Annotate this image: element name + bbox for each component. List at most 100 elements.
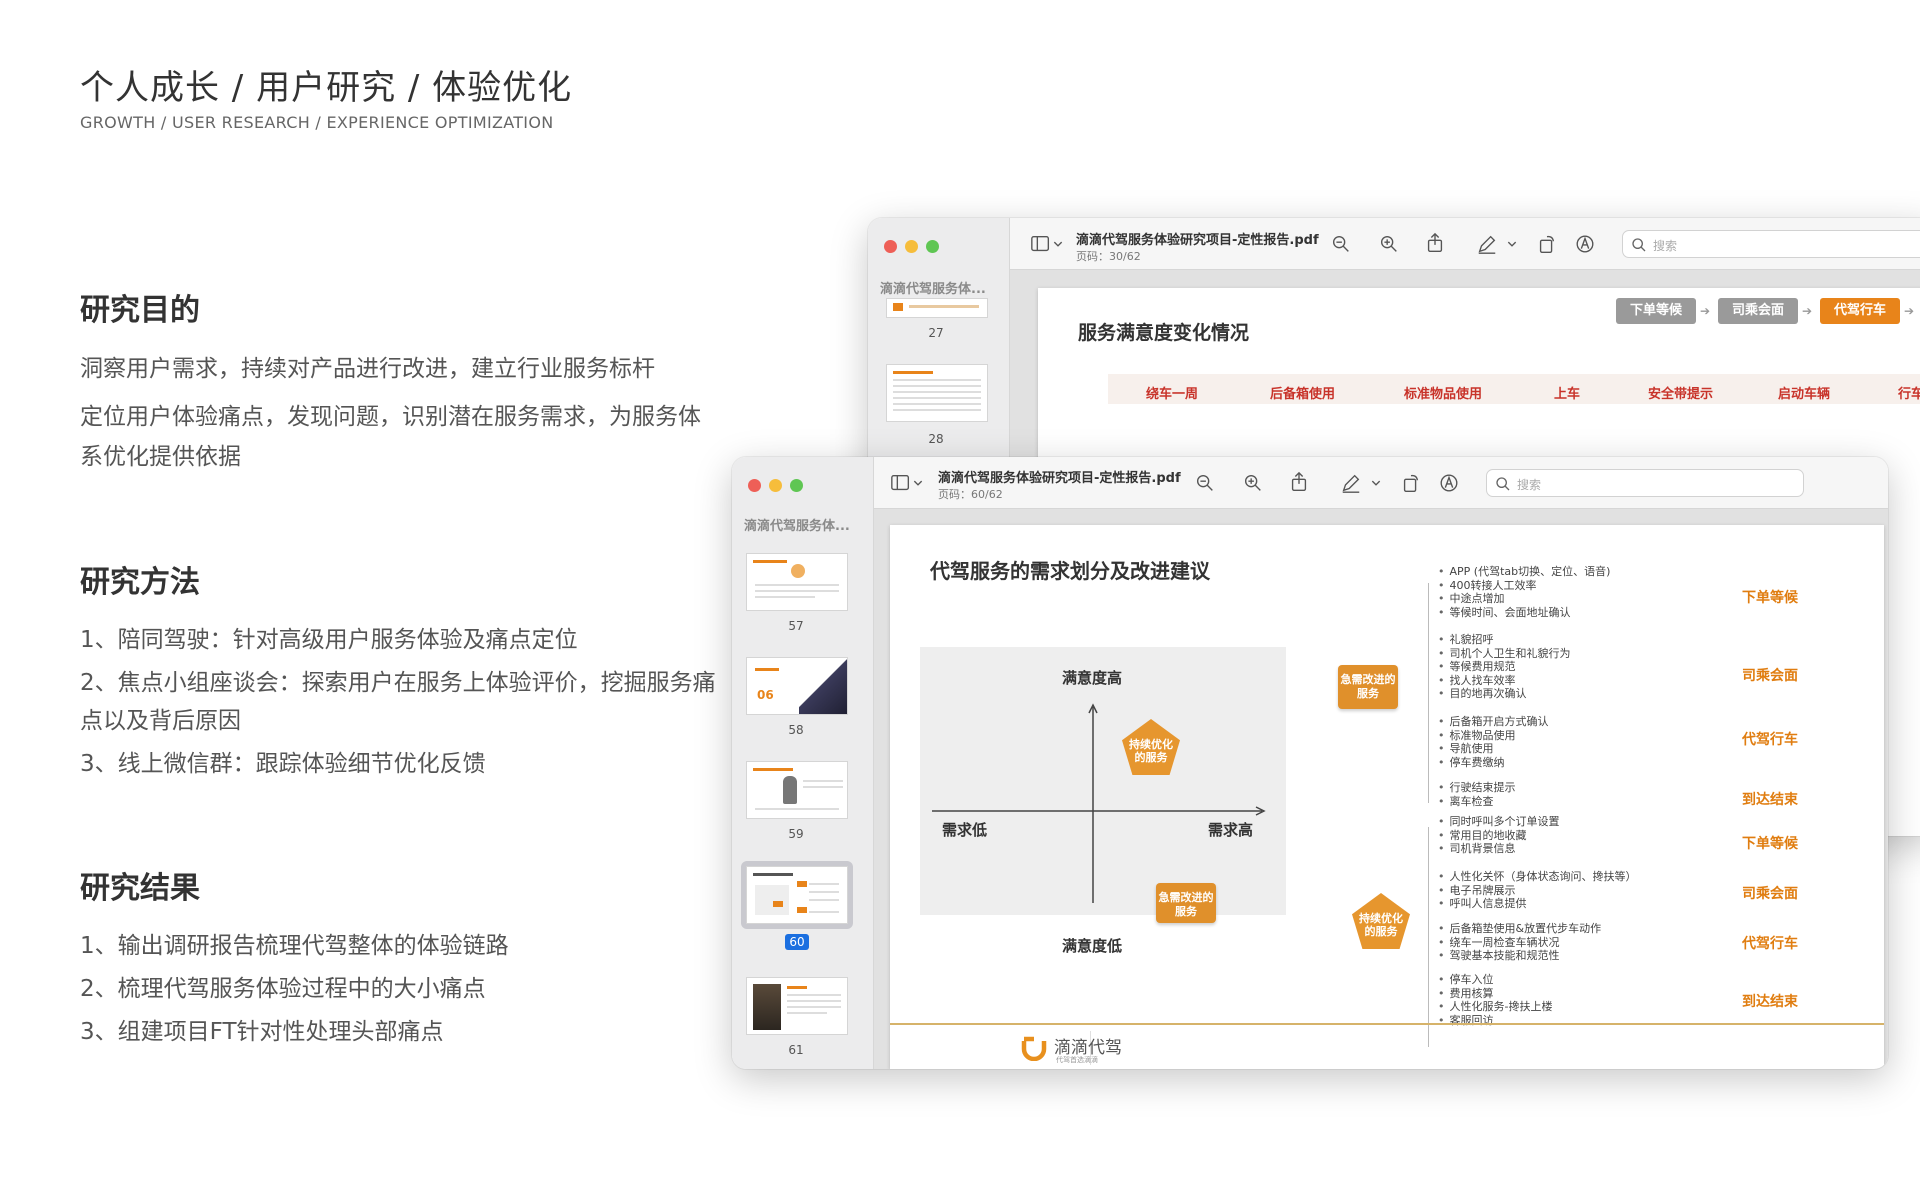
footer-divider — [890, 1023, 1884, 1025]
page-thumbnail[interactable] — [746, 553, 848, 611]
page-indicator: 页码：60/62 — [938, 488, 1003, 501]
rotate-icon[interactable] — [1536, 233, 1558, 255]
chevron-down-icon[interactable] — [1506, 233, 1518, 255]
category-label: 代驾行车 — [1742, 732, 1798, 748]
thumbnail-number-selected: 60 — [785, 934, 809, 950]
category-label: 下单等候 — [1742, 590, 1798, 606]
bracket-line — [1428, 583, 1429, 803]
service-item: 绕车一周 — [1146, 387, 1199, 402]
toolbar: 滴滴代驾服务体验研究项目-定性报告.pdf 页码：60/62 搜索 — [874, 457, 1888, 509]
result-line-3: 3、组建项目FT针对性处理头部痛点 — [80, 1019, 444, 1045]
window-controls — [748, 479, 803, 492]
share-icon[interactable] — [1288, 471, 1310, 493]
axis-label-bottom: 满意度低 — [1062, 937, 1123, 955]
close-button[interactable] — [748, 479, 761, 492]
search-icon — [1632, 238, 1646, 252]
page-subtitle: GROWTH / USER RESEARCH / EXPERIENCE OPTI… — [80, 113, 554, 132]
zoom-out-icon[interactable] — [1330, 233, 1352, 255]
rotate-icon[interactable] — [1400, 472, 1422, 494]
markup-pen-icon[interactable] — [1476, 233, 1498, 255]
search-input[interactable]: 搜索 — [1486, 469, 1804, 497]
sidebar-toggle-icon[interactable] — [1030, 233, 1052, 255]
bullet-group: 人性化关怀（身体状态询问、搀扶等） 电子吊牌展示 呼叫人信息提供 — [1438, 870, 1637, 911]
chevron-down-icon[interactable] — [1052, 233, 1064, 255]
purpose-line-2: 定位用户体验痛点，发现问题，识别潜在服务需求，为服务体系优化提供依据 — [80, 404, 701, 470]
zoom-in-icon[interactable] — [1242, 472, 1264, 494]
axis-label-right: 需求高 — [1208, 821, 1254, 839]
arrow-right-icon: ➔ — [1904, 304, 1915, 318]
page-thumbnail[interactable] — [746, 977, 848, 1035]
chevron-down-icon[interactable] — [912, 472, 924, 494]
didi-logo-icon — [1021, 1036, 1047, 1061]
window-controls — [884, 240, 939, 253]
sidebar-toggle-icon[interactable] — [890, 472, 912, 494]
category-label: 到达结束 — [1742, 792, 1798, 808]
chevron-down-icon[interactable] — [1370, 472, 1382, 494]
search-input[interactable]: 搜索 — [1622, 230, 1920, 258]
arrow-right-icon: ➔ — [1700, 304, 1711, 318]
page-thumbnail[interactable] — [886, 298, 988, 318]
toolbar: 滴滴代驾服务体验研究项目-定性报告.pdf 页码：30/62 搜索 — [1010, 218, 1920, 270]
document-area[interactable]: 代驾服务的需求划分及改进建议 满意度高 满意度低 需求低 需求高 持续优化的服务… — [874, 509, 1888, 1069]
method-line-3: 3、线上微信群：跟踪体验细节优化反馈 — [80, 751, 486, 777]
logo-text: 滴滴代驾 — [1054, 1038, 1122, 1058]
category-label: 代驾行车 — [1742, 936, 1798, 952]
share-icon[interactable] — [1424, 232, 1446, 254]
quadrant-chart: 满意度高 满意度低 需求低 需求高 持续优化的服务 急需改进的服务 — [920, 647, 1286, 955]
sidebar-title: 滴滴代驾服务体... — [880, 282, 986, 297]
category-label: 下单等候 — [1742, 836, 1798, 852]
thumbnail-number: 27 — [928, 326, 944, 340]
markup-pen-icon[interactable] — [1340, 472, 1362, 494]
arrow-right-icon: ➔ — [1802, 304, 1813, 318]
service-item: 标准物品使用 — [1404, 387, 1483, 402]
zoom-out-icon[interactable] — [1194, 472, 1216, 494]
stage-label: 代驾行车 — [1820, 298, 1900, 324]
section-purpose: 研究目的 洞察用户需求，持续对产品进行改进，建立行业服务标杆 定位用户体验痛点，… — [80, 285, 720, 485]
thumbnail-number: 61 — [788, 1043, 804, 1057]
page-thumbnail[interactable] — [746, 866, 848, 924]
page-thumbnail[interactable] — [886, 364, 988, 422]
annotate-icon[interactable] — [1574, 233, 1596, 255]
logo-slogan: 代驾首选滴滴 — [1056, 1056, 1098, 1064]
bracket-line — [1428, 827, 1429, 1047]
bullet-group: 停车入位 费用核算 人性化服务-搀扶上楼 客服回访 — [1438, 973, 1553, 1027]
axis-label-left: 需求低 — [942, 821, 988, 839]
section-result-title: 研究结果 — [80, 871, 200, 906]
zoom-in-icon[interactable] — [1378, 233, 1400, 255]
stage-label: 司乘会面 — [1718, 298, 1798, 324]
bullet-group: 后备箱开启方式确认 标准物品使用 导航使用 停车费缴纳 — [1438, 715, 1549, 769]
zoom-button[interactable] — [926, 240, 939, 253]
urgent-improve-badge: 急需改进的服务 — [1156, 883, 1216, 923]
search-icon — [1496, 477, 1510, 491]
page-thumbnail[interactable] — [746, 761, 848, 819]
footer-separator — [1090, 1031, 1091, 1065]
annotate-icon[interactable] — [1438, 472, 1460, 494]
page-thumbnail[interactable]: 06 — [746, 657, 848, 715]
category-label: 司乘会面 — [1742, 668, 1798, 684]
minimize-button[interactable] — [769, 479, 782, 492]
optimize-group-badge: 持续优化的服务 — [1352, 893, 1410, 949]
close-button[interactable] — [884, 240, 897, 253]
result-line-2: 2、梳理代驾服务体验过程中的大小痛点 — [80, 976, 486, 1002]
result-line-1: 1、输出调研报告梳理代驾整体的体验链路 — [80, 933, 509, 959]
bullet-group: 同时呼叫多个订单设置 常用目的地收藏 司机背景信息 — [1438, 815, 1560, 856]
method-line-2: 2、焦点小组座谈会：探索用户在服务上体验评价，挖掘服务痛点以及背后原因 — [80, 670, 716, 734]
thumbnail-number: 58 — [788, 723, 804, 737]
bullet-group: 行驶结束提示 离车检查 — [1438, 781, 1516, 808]
minimize-button[interactable] — [905, 240, 918, 253]
service-item: 安全带提示 — [1648, 387, 1714, 402]
service-item: 上车 — [1554, 387, 1581, 402]
axis-label-top: 满意度高 — [1062, 669, 1123, 687]
pdf-window-front[interactable]: 滴滴代驾服务体... 57 06 58 59 — [732, 457, 1888, 1069]
sidebar-title: 滴滴代驾服务体... — [744, 519, 850, 534]
page-indicator: 页码：30/62 — [1076, 250, 1141, 263]
stage-label: 下单等候 — [1616, 298, 1696, 324]
continuous-optimize-badge: 持续优化的服务 — [1122, 719, 1180, 775]
file-name: 滴滴代驾服务体验研究项目-定性报告.pdf — [1076, 233, 1319, 248]
section-purpose-title: 研究目的 — [80, 293, 200, 328]
bullet-group: 礼貌招呼 司机个人卫生和礼貌行为 等候费用规范 找人找车效率 目的地再次确认 — [1438, 633, 1571, 701]
method-line-1: 1、陪同驾驶：针对高级用户服务体验及痛点定位 — [80, 627, 578, 653]
category-label: 到达结束 — [1742, 994, 1798, 1010]
zoom-button[interactable] — [790, 479, 803, 492]
service-item: 启动车辆 — [1778, 387, 1831, 402]
